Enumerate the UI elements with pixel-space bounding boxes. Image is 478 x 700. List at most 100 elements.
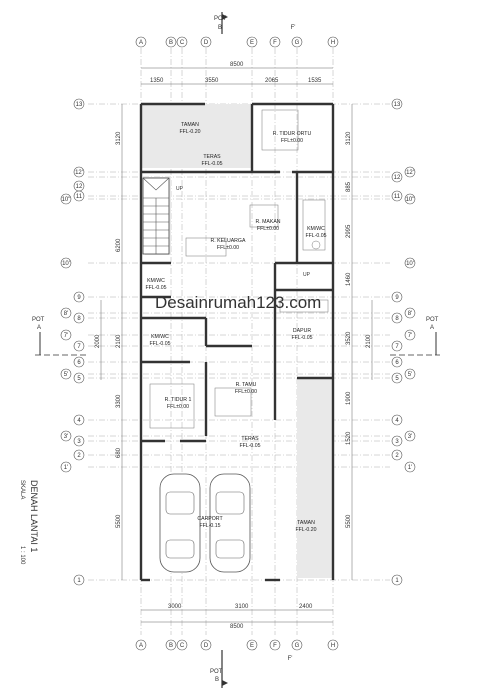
svg-text:2100: 2100 <box>116 334 122 348</box>
svg-text:1: 1 <box>395 578 399 584</box>
right-dimensions: 3120 885 2995 1460 3520 1900 1520 5500 2… <box>346 104 373 580</box>
section-marker-left: POT A <box>32 317 88 356</box>
row-bubbles-left: 13 12' 12 11 10" 10' 9 8' 8 7' 7 6 5' 5 … <box>60 98 85 586</box>
svg-text:CARPORT: CARPORT <box>197 516 223 522</box>
svg-text:FFL-0.05: FFL-0.05 <box>291 335 312 341</box>
drawing-title-block: DENAH LANTAI 1 SKALA 1 : 100 <box>19 480 39 565</box>
f-prime-label-top: F' <box>291 25 296 31</box>
svg-text:10": 10" <box>62 197 71 203</box>
svg-text:12': 12' <box>406 170 414 176</box>
svg-text:12: 12 <box>394 175 401 181</box>
dimension-value: 8500 <box>230 624 244 630</box>
svg-text:11: 11 <box>76 194 83 200</box>
column-label: A <box>139 643 143 649</box>
svg-text:FFL-0.20: FFL-0.20 <box>295 527 316 533</box>
watermark: Desainrumah123.com <box>155 293 321 312</box>
svg-text:FFL±0.00: FFL±0.00 <box>281 138 303 144</box>
svg-text:R. MAKAN: R. MAKAN <box>255 219 280 225</box>
room-kmwc-right: KM/WC FFL-0.05 <box>305 226 326 239</box>
column-bubbles-top: A B C D E F G H F' <box>135 25 339 48</box>
svg-text:8': 8' <box>64 311 68 317</box>
svg-text:5: 5 <box>395 376 399 382</box>
svg-text:6200: 6200 <box>116 238 122 252</box>
svg-text:13: 13 <box>76 102 83 108</box>
room-keluarga: R. KELUARGA FFL±0.00 <box>211 238 246 251</box>
svg-text:3520: 3520 <box>346 331 352 345</box>
svg-text:12: 12 <box>76 184 83 190</box>
svg-text:3: 3 <box>77 439 81 445</box>
car-right <box>209 473 251 573</box>
left-dimensions: 3120 6200 2100 3300 680 5500 2000 <box>95 104 123 580</box>
svg-text:DAPUR: DAPUR <box>293 328 311 334</box>
svg-text:FFL-0.20: FFL-0.20 <box>179 129 200 135</box>
svg-text:7': 7' <box>408 333 412 339</box>
svg-text:TERAS: TERAS <box>203 154 221 160</box>
svg-text:7': 7' <box>64 333 68 339</box>
dimension-value: 1350 <box>150 78 164 84</box>
stair-up-label: UP <box>303 272 311 278</box>
section-name: POT <box>426 317 439 323</box>
svg-text:FFL-0.05: FFL-0.05 <box>239 443 260 449</box>
column-label: G <box>295 643 300 649</box>
column-label: B <box>169 40 173 46</box>
column-label: D <box>204 643 209 649</box>
svg-text:4: 4 <box>395 418 399 424</box>
svg-text:R. TAMU: R. TAMU <box>236 382 257 388</box>
room-dapur: DAPUR FFL-0.05 <box>291 328 312 341</box>
column-label: F <box>273 40 277 46</box>
svg-text:R. KELUARGA: R. KELUARGA <box>211 238 246 244</box>
svg-text:3120: 3120 <box>116 131 122 145</box>
f-prime-label-bottom: F' <box>288 656 293 662</box>
svg-text:TERAS: TERAS <box>241 436 259 442</box>
svg-text:3120: 3120 <box>346 131 352 145</box>
section-name: POT <box>210 669 223 675</box>
svg-text:1': 1' <box>64 465 68 471</box>
room-carport: CARPORT FFL-0.15 <box>197 516 223 529</box>
svg-text:FFL-0.15: FFL-0.15 <box>199 523 220 529</box>
section-name: POT <box>32 317 45 323</box>
dimension-value: 3000 <box>168 604 182 610</box>
svg-text:FFL-0.05: FFL-0.05 <box>305 233 326 239</box>
dimension-value: 8500 <box>230 62 244 68</box>
svg-text:8: 8 <box>395 316 399 322</box>
dimension-value: 3100 <box>235 604 249 610</box>
stairs <box>142 177 170 255</box>
room-taman-top: TAMAN FFL-0.20 <box>179 122 200 135</box>
svg-text:KM/WC: KM/WC <box>147 278 165 284</box>
column-label: E <box>250 40 254 46</box>
column-label: E <box>250 643 254 649</box>
svg-text:5': 5' <box>64 372 68 378</box>
drawing-title: DENAH LANTAI 1 <box>29 480 39 552</box>
room-kmwc-left: KM/WC FFL-0.05 <box>145 278 166 291</box>
scale-label: SKALA <box>19 480 25 499</box>
column-label: G <box>295 40 300 46</box>
column-label: H <box>331 40 335 46</box>
svg-text:1: 1 <box>77 578 81 584</box>
svg-text:10': 10' <box>62 261 70 267</box>
svg-text:R. TIDUR 1: R. TIDUR 1 <box>165 397 192 403</box>
svg-text:5500: 5500 <box>346 514 352 528</box>
section-name: POT <box>214 16 227 22</box>
section-marker-bottom: POT B <box>210 650 228 688</box>
svg-text:8': 8' <box>408 311 412 317</box>
svg-text:3300: 3300 <box>116 394 122 408</box>
svg-text:2100: 2100 <box>366 334 372 348</box>
dimension-value: 3550 <box>205 78 219 84</box>
svg-text:6: 6 <box>77 360 81 366</box>
svg-text:13: 13 <box>394 102 401 108</box>
svg-text:FFL±0.00: FFL±0.00 <box>235 389 257 395</box>
column-label: F <box>273 643 277 649</box>
section-marker-right: POT A <box>390 317 440 356</box>
stair-up-label: UP <box>176 186 184 192</box>
svg-text:2: 2 <box>395 453 399 459</box>
svg-text:FFL-0.05: FFL-0.05 <box>149 341 170 347</box>
svg-text:10': 10' <box>406 261 414 267</box>
top-dimensions: 8500 1350 3550 2065 1535 <box>141 62 333 85</box>
svg-text:FFL±0.00: FFL±0.00 <box>167 404 189 410</box>
svg-text:8: 8 <box>77 316 81 322</box>
room-tidur-ortu: R. TIDUR ORTU FFL±0.00 <box>273 131 312 144</box>
column-label: C <box>180 40 185 46</box>
svg-text:TAMAN: TAMAN <box>181 122 199 128</box>
car-left <box>159 473 201 573</box>
